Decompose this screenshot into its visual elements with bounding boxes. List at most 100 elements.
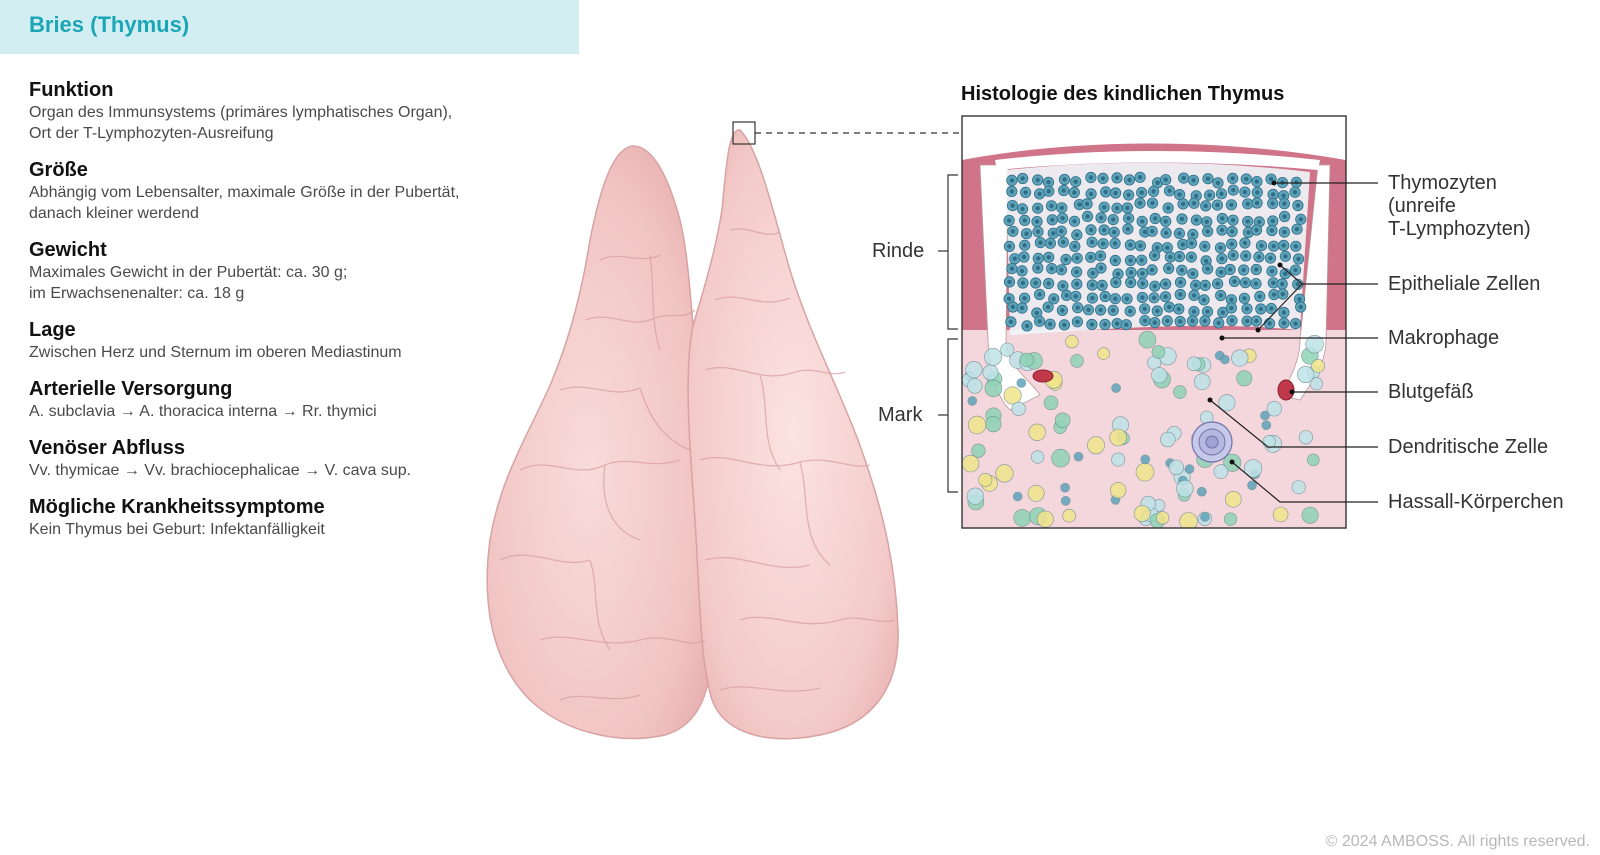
thymocyte-nucleus [1089, 240, 1095, 245]
thymocyte-nucleus [1269, 269, 1275, 274]
fact-line: A. subclavia → A. thoracica interna → Rr… [29, 403, 377, 420]
thymocyte-nucleus [1074, 281, 1080, 287]
blood-vessel [1277, 379, 1295, 401]
thymocyte-nucleus [1111, 217, 1116, 222]
thymocyte-nucleus [1125, 226, 1131, 232]
thymocyte-nucleus [1090, 271, 1096, 276]
thymocyte-nucleus [1229, 241, 1234, 247]
medulla-cell [1013, 509, 1032, 527]
medulla-cell [1073, 451, 1084, 462]
thymocyte-nucleus [1294, 180, 1299, 185]
medulla-cell [1272, 506, 1289, 523]
thymocyte-nucleus [1049, 203, 1054, 208]
thymocyte-nucleus [1138, 243, 1143, 248]
thymocyte-nucleus [1165, 245, 1170, 250]
thymocyte-nucleus [1215, 281, 1220, 286]
fact-weight: Gewicht Maximales Gewicht in der Pubertä… [29, 238, 529, 304]
thymocyte-nucleus [1281, 310, 1287, 315]
thymocyte-nucleus [1098, 253, 1103, 258]
thymocyte-nucleus [1189, 241, 1194, 246]
medulla-cell [1266, 401, 1283, 417]
thymocyte-nucleus [1293, 244, 1299, 249]
thymocyte-nucleus [1190, 232, 1196, 237]
thymocyte-nucleus [1140, 295, 1145, 300]
medulla-cell [1197, 486, 1207, 497]
thymocyte-nucleus [1010, 203, 1015, 208]
thymocyte-nucleus [1114, 175, 1120, 181]
thymocyte-nucleus [1165, 318, 1170, 324]
thymocyte-nucleus [1254, 179, 1260, 184]
thymocyte-nucleus [1191, 309, 1197, 314]
thymocyte-nucleus [1293, 267, 1298, 273]
thymocyte-nucleus [1229, 305, 1234, 311]
thymocyte-nucleus [1245, 219, 1250, 224]
thymocyte-nucleus [1038, 240, 1043, 245]
fact-line: Organ des Immunsystems (primäres lymphat… [29, 104, 453, 121]
thymocyte-nucleus [1163, 219, 1168, 224]
thymocyte-nucleus [1194, 193, 1199, 198]
thymocyte-nucleus [1203, 203, 1208, 209]
thymocyte-nucleus [1127, 177, 1132, 183]
thymocyte-nucleus [1231, 253, 1236, 258]
thymocyte-nucleus [1178, 319, 1183, 324]
thymocyte-nucleus [1282, 229, 1287, 235]
medulla-cell [1193, 373, 1211, 391]
thymocyte-nucleus [1254, 227, 1259, 233]
fact-line: Ort der T-Lymphozyten-Ausreifung [29, 125, 274, 142]
thymocyte-nucleus [1085, 214, 1090, 219]
thymocyte-nucleus [1268, 176, 1274, 182]
medulla-cell [1262, 435, 1276, 449]
fact-body: Zwischen Herz und Sternum im oberen Medi… [29, 342, 529, 363]
thymocyte-nucleus [1267, 321, 1272, 326]
label-thymocytes: Thymozyten (unreife T-Lymphozyten) [1388, 172, 1531, 241]
medulla-cell [1070, 354, 1084, 368]
medulla-cell [1236, 370, 1253, 387]
thymocyte-nucleus [1167, 304, 1172, 310]
facts-list: Funktion Organ des Immunsystems (primäre… [29, 78, 529, 554]
thymocyte-nucleus [1035, 229, 1041, 234]
thymocyte-nucleus [1022, 296, 1027, 301]
thymocyte-nucleus [1064, 293, 1069, 298]
thymocyte-nucleus [1062, 322, 1067, 328]
medulla-cell [1133, 505, 1151, 522]
medulla-cell [1028, 423, 1046, 441]
thymocyte-nucleus [1113, 280, 1119, 285]
thymocyte-nucleus [1035, 206, 1040, 211]
thymocyte-nucleus [1128, 242, 1133, 248]
thymocyte-nucleus [1271, 292, 1277, 297]
thymocyte-nucleus [1022, 243, 1027, 248]
thymocyte-nucleus [1050, 217, 1055, 222]
medulla-cell [982, 364, 999, 381]
medulla-cell [1151, 367, 1168, 384]
thymocyte-nucleus [1037, 191, 1042, 197]
thymocyte-nucleus [1126, 216, 1131, 221]
thymocyte-nucleus [1254, 200, 1260, 206]
thymocyte-nucleus [1180, 242, 1186, 247]
fact-line: Abhängig vom Lebensalter, maximale Größe… [29, 184, 460, 201]
thymocyte-nucleus [1035, 265, 1041, 271]
thymocyte-nucleus [1205, 229, 1210, 234]
thymocyte-nucleus [1049, 266, 1054, 271]
thymocyte-nucleus [1126, 192, 1131, 198]
thymocyte-nucleus [1297, 297, 1302, 302]
thymocyte-nucleus [1061, 188, 1066, 193]
medulla-cell [1173, 385, 1187, 399]
thymocyte-nucleus [1244, 306, 1250, 311]
medulla-cell [1111, 452, 1126, 467]
thymocyte-nucleus [1113, 258, 1118, 263]
thymocyte-nucleus [1191, 293, 1197, 298]
medulla-cell [1062, 508, 1076, 523]
label-hassall-corpuscle: Hassall-Körperchen [1388, 491, 1564, 513]
medulla-cell [1135, 462, 1155, 482]
thymocyte-nucleus [1019, 268, 1025, 274]
thymocyte-nucleus [1072, 244, 1078, 249]
medulla-cell [1155, 511, 1170, 525]
thymocyte-nucleus [1257, 294, 1263, 299]
thymocyte-nucleus [1282, 214, 1287, 219]
thymocyte-nucleus [1219, 256, 1225, 261]
thymocyte-nucleus [1155, 180, 1160, 185]
thymocyte-nucleus [1090, 295, 1095, 301]
fact-location: Lage Zwischen Herz und Sternum im oberen… [29, 318, 529, 363]
thymocyte-nucleus [1152, 284, 1158, 289]
fact-function: Funktion Organ des Immunsystems (primäre… [29, 78, 529, 144]
